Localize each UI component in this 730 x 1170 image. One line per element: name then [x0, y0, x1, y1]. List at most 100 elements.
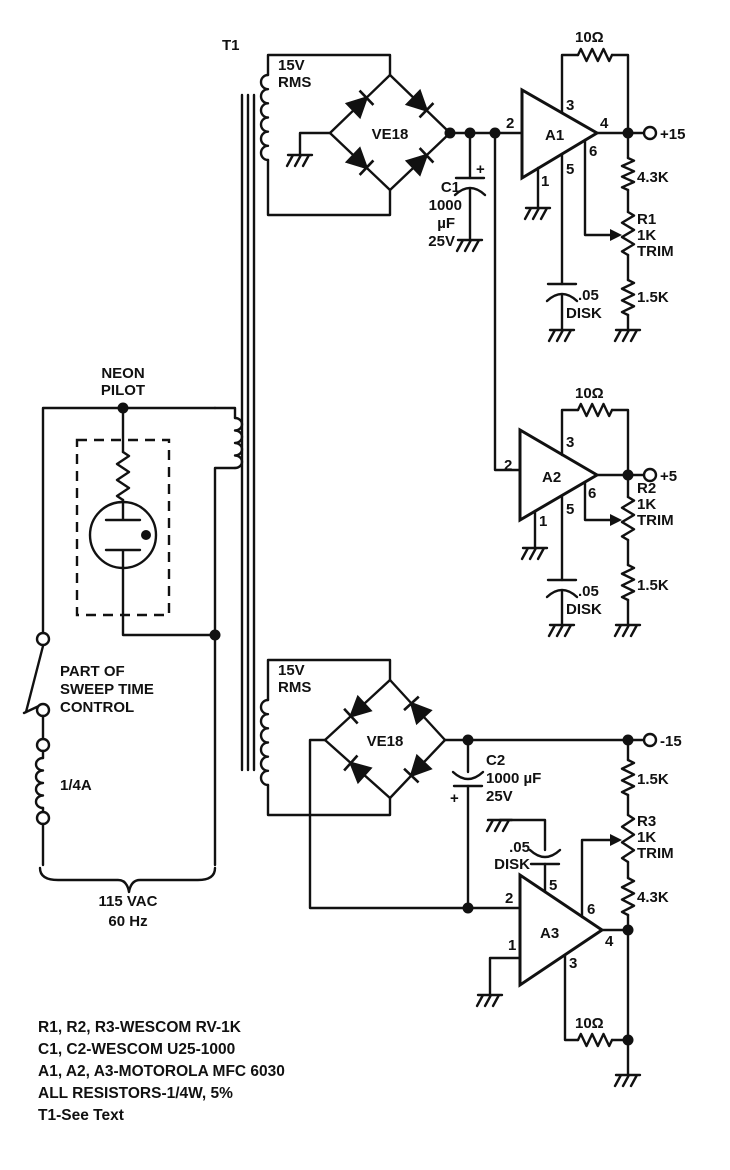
a3-regulator-icon — [518, 872, 605, 988]
resistor-1-5k — [620, 278, 636, 317]
terminal-icon — [642, 732, 658, 748]
fuse-label: 1/4A — [60, 777, 92, 794]
secondary-top-voltage: 15V — [278, 57, 305, 74]
bridge-top-label: VE18 — [372, 126, 409, 143]
fuse-icon — [34, 756, 45, 810]
a1-name: A1 — [545, 127, 564, 144]
c1-voltage: 25V — [428, 233, 455, 250]
a3-pin1: 1 — [508, 937, 516, 954]
mains-frequency: 60 Hz — [108, 913, 147, 930]
transformer-primary-coil — [233, 416, 244, 470]
wiper-arrow-icon — [610, 514, 622, 526]
a1-pin5: 5 — [566, 161, 574, 178]
r2-trim-pot — [620, 495, 636, 542]
diode-icon — [404, 88, 435, 119]
a3-pin2: 2 — [505, 890, 513, 907]
ground-icon — [285, 153, 314, 168]
wiper-arrow-icon — [610, 229, 622, 241]
a2-cap-type: DISK — [566, 601, 602, 618]
a1-bypass-capacitor — [545, 282, 579, 303]
diode-icon — [344, 89, 375, 120]
junction-dot — [209, 629, 221, 641]
wire — [560, 53, 580, 115]
terminal-icon — [642, 125, 658, 141]
wire — [121, 566, 217, 637]
wire — [610, 53, 630, 135]
a2-regulator-icon — [518, 427, 600, 523]
mains-brace — [38, 866, 217, 894]
terminal-icon — [35, 631, 51, 647]
r2-value: 1K — [637, 496, 656, 513]
c2-name: C2 — [486, 752, 505, 769]
mains-voltage: 115 VAC — [99, 893, 158, 910]
transformer-secondary-bottom-coil — [259, 698, 270, 787]
a2-pin5: 5 — [566, 501, 574, 518]
a1-cap-value: .05 — [578, 287, 599, 304]
r1-value: 1K — [637, 227, 656, 244]
a1-feedback-resistor — [576, 47, 614, 63]
wire — [563, 953, 580, 1042]
a3-feedback-resistor: 10Ω — [575, 1015, 604, 1032]
r3-trim: TRIM — [637, 845, 674, 862]
a1-r-top: 4.3K — [637, 169, 669, 186]
a2-pin3: 3 — [566, 434, 574, 451]
a1-feedback-resistor: 10Ω — [575, 29, 604, 46]
diode-icon — [344, 146, 375, 176]
neon-label-2: PILOT — [101, 382, 145, 399]
ground-icon — [613, 328, 642, 343]
r1-trim: TRIM — [637, 243, 674, 260]
a3-cap-type: DISK — [494, 856, 530, 873]
terminal-icon — [35, 737, 51, 753]
neon-resistor — [115, 450, 131, 502]
diode-icon — [403, 695, 433, 726]
note-2: C1, C2-WESCOM U25-1000 — [38, 1041, 235, 1058]
wire — [308, 738, 522, 910]
note-5: T1-See Text — [38, 1107, 124, 1124]
neon-label-1: NEON — [101, 365, 144, 382]
r3-trim-pot — [620, 813, 636, 864]
secondary-bottom-voltage: 15V — [278, 662, 305, 679]
switch-label-1: PART OF — [60, 663, 125, 680]
neon-electrodes — [104, 500, 142, 570]
a2-bypass-capacitor — [545, 578, 579, 599]
wire — [488, 956, 522, 997]
c1-unit: µF — [437, 215, 455, 232]
junction-dot — [462, 902, 474, 914]
c1-value: 1000 — [429, 197, 462, 214]
terminal-icon — [35, 702, 51, 718]
r3-name: R3 — [637, 813, 656, 830]
transformer-secondary-top-coil — [259, 73, 270, 162]
a2-name: A2 — [542, 469, 561, 486]
wire — [213, 406, 237, 420]
a2-feedback-resistor — [576, 402, 614, 418]
secondary-top-rms: RMS — [278, 74, 311, 91]
r1-trim-pot — [620, 210, 636, 257]
note-4: ALL RESISTORS-1/4W, 5% — [38, 1085, 233, 1102]
a3-r-bottom: 4.3K — [637, 889, 669, 906]
c2-value: 1000 µF — [486, 770, 541, 787]
ground-icon — [613, 623, 642, 638]
a1-pin6: 6 — [589, 143, 597, 160]
wire — [583, 480, 614, 522]
ground-icon — [455, 238, 484, 253]
wire — [498, 818, 547, 852]
a1-pin4: 4 — [600, 115, 609, 132]
a2-output: +5 — [660, 468, 677, 485]
switch-label-2: SWEEP TIME — [60, 681, 154, 698]
ground-icon — [520, 546, 549, 561]
a3-output: -15 — [660, 733, 682, 750]
wire — [266, 783, 392, 817]
r1-name: R1 — [637, 211, 656, 228]
wiper-arrow-icon — [610, 834, 622, 846]
diode-icon — [404, 147, 435, 177]
r2-trim: TRIM — [637, 512, 674, 529]
a1-pin3: 3 — [566, 97, 574, 114]
wire — [560, 408, 580, 457]
a1-r-bottom: 1.5K — [637, 289, 669, 306]
neon-enclosure — [75, 438, 171, 617]
a1-output: +15 — [660, 126, 685, 143]
wire — [213, 466, 237, 867]
r3-value: 1K — [637, 829, 656, 846]
